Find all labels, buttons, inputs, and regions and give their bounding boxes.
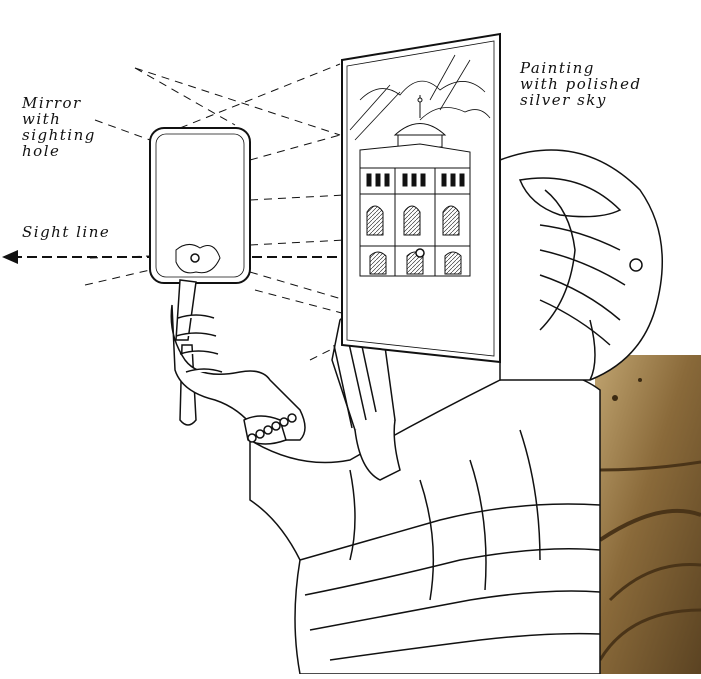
mirror-label-line: with (22, 111, 132, 127)
painting-label-line: Painting (520, 60, 690, 76)
mirror-label-line: Mirror (22, 95, 132, 111)
figure-head (500, 150, 662, 380)
painting-label-line: silver sky (520, 92, 690, 108)
mirror-label-line: sighting (22, 127, 132, 143)
mirror-label: Mirror with sighting hole (22, 95, 132, 159)
sight-line-label: Sight line (22, 224, 110, 240)
painting-label: Painting with polished silver sky (520, 60, 690, 108)
painting-label-line: with polished (520, 76, 690, 92)
painting-panel (342, 34, 500, 362)
photo-inset (595, 355, 701, 674)
mirror-label-line: hole (22, 143, 132, 159)
